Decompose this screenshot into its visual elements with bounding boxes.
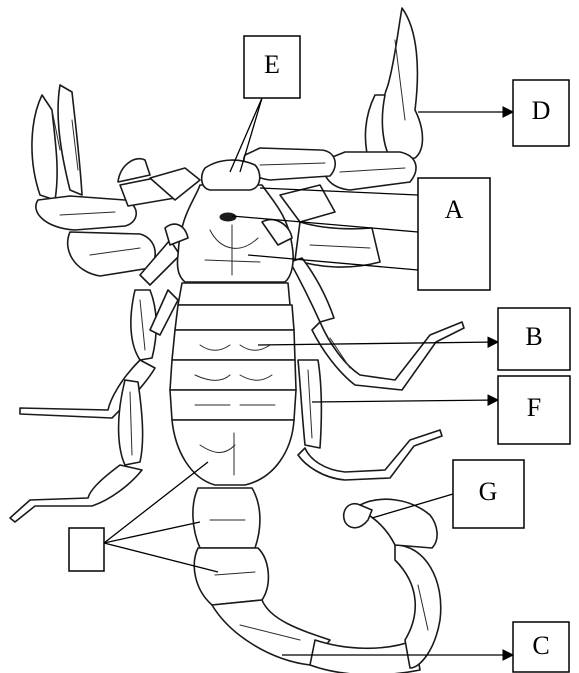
label-g: G — [453, 460, 524, 528]
label-c-text: C — [532, 631, 549, 660]
label-blank — [69, 528, 104, 571]
label-b: B — [498, 308, 570, 370]
arrow-f — [312, 400, 498, 402]
label-f: F — [498, 376, 570, 444]
label-g-text: G — [479, 477, 498, 506]
label-f-text: F — [527, 393, 541, 422]
label-a: A — [418, 178, 490, 290]
label-d-text: D — [532, 96, 551, 125]
right-legs — [290, 258, 464, 480]
metasoma — [193, 488, 441, 673]
label-e: E — [244, 36, 300, 98]
mesosoma — [170, 283, 296, 485]
left-legs — [10, 240, 180, 522]
label-c: C — [513, 622, 569, 672]
label-b-text: B — [525, 322, 542, 351]
label-a-text: A — [445, 195, 464, 224]
label-d: D — [513, 80, 569, 146]
label-e-text: E — [264, 50, 280, 79]
scorpion-illustration — [10, 8, 464, 673]
